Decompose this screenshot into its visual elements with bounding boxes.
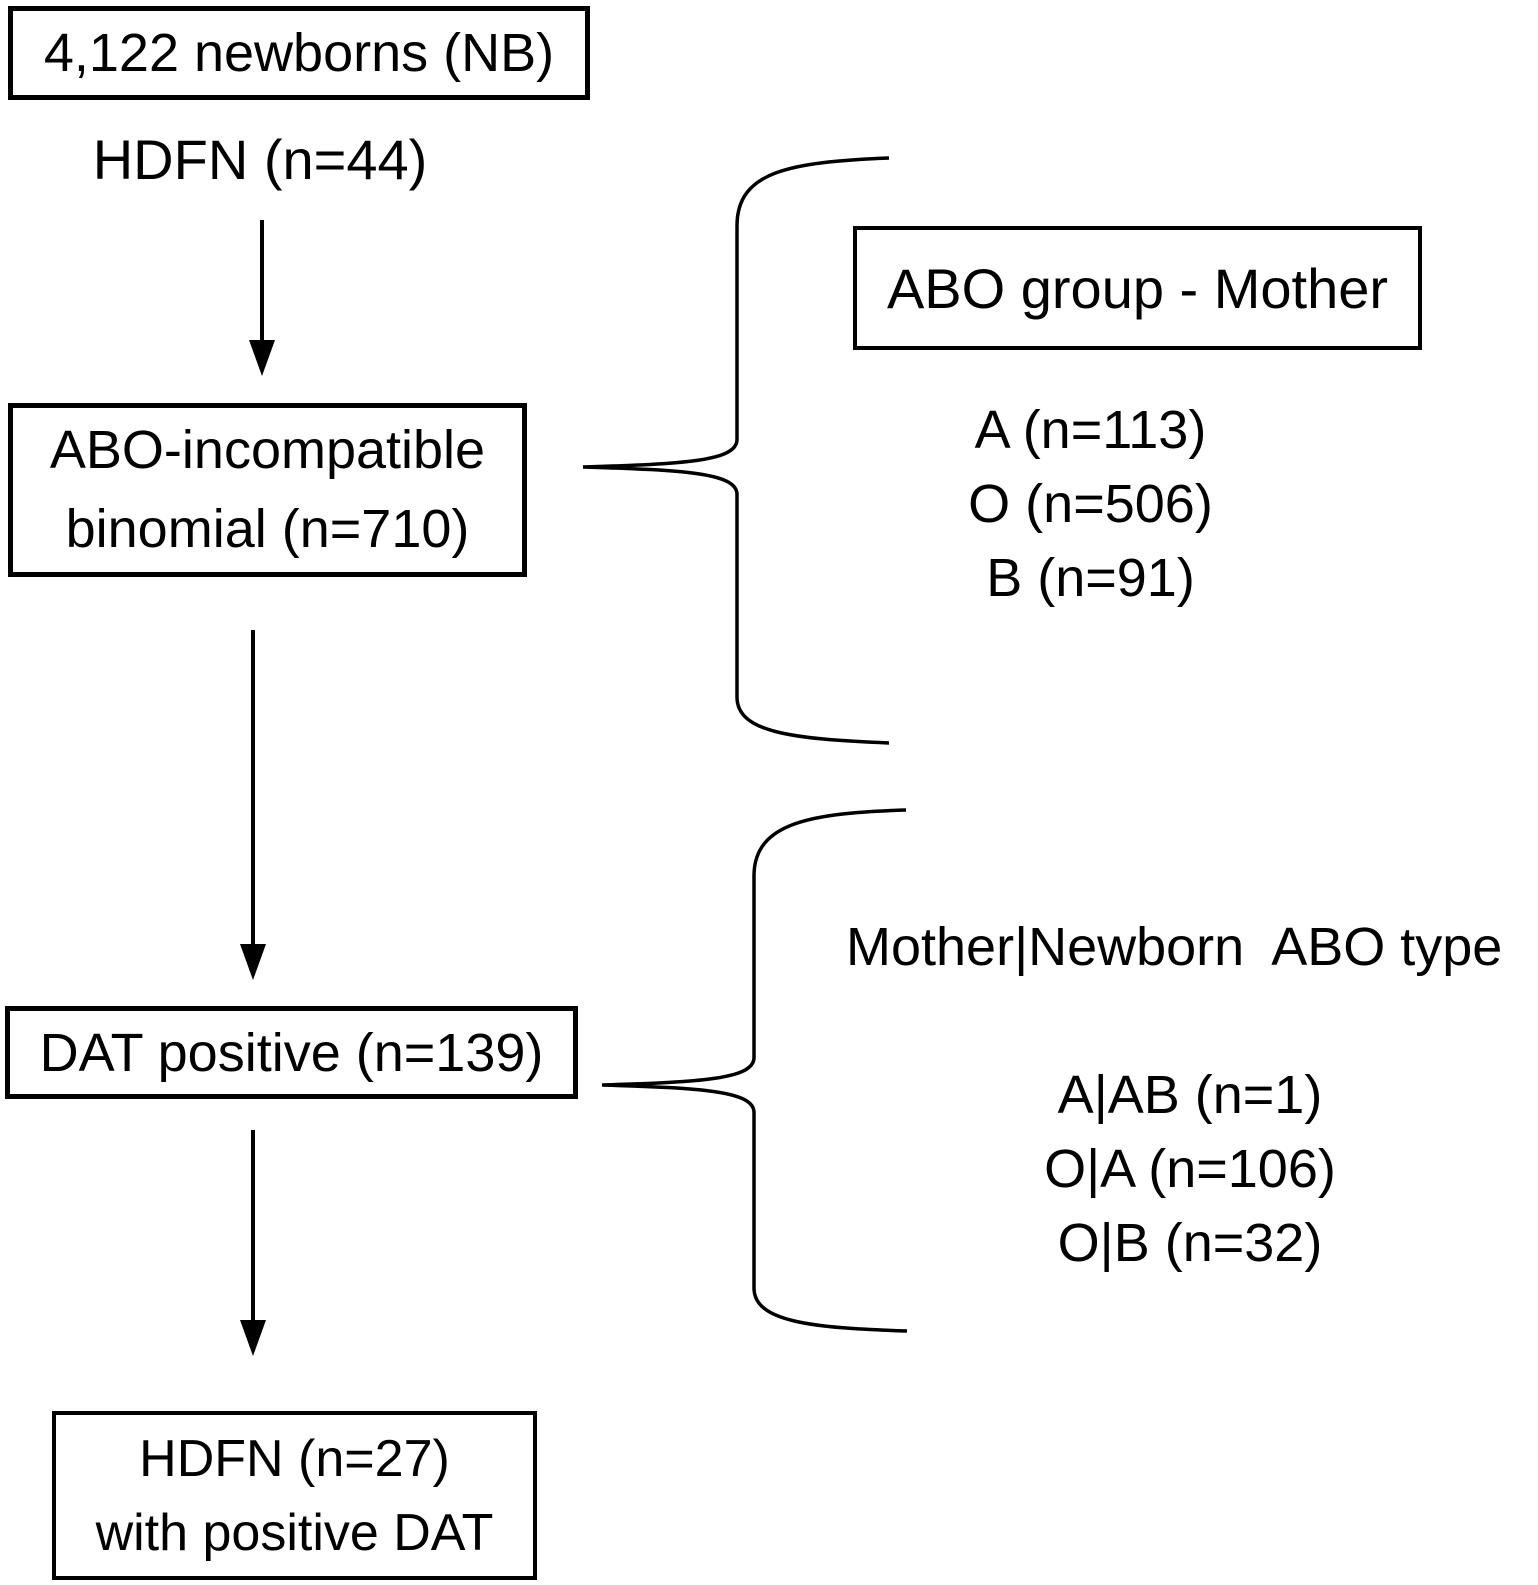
curly-brace-2 bbox=[601, 808, 908, 1333]
node-abo-incompatible-line1: ABO-incompatible bbox=[49, 420, 486, 480]
mother-newborn-values-list: A|AB (n=1) O|A (n=106) O|B (n=32) bbox=[940, 1058, 1440, 1280]
curly-brace-1 bbox=[582, 156, 890, 745]
list-item: A (n=113) bbox=[974, 400, 1207, 460]
list-item: B (n=91) bbox=[986, 548, 1195, 608]
node-total-newborns-label: 4,122 newborns (NB) bbox=[43, 23, 555, 83]
node-hdfn-initial-label: HDFN (n=44) bbox=[92, 128, 428, 191]
list-item: O (n=506) bbox=[968, 474, 1213, 534]
list-item: A|AB (n=1) bbox=[1057, 1065, 1323, 1125]
node-abo-incompatible: ABO-incompatible binomial (n=710) bbox=[8, 403, 527, 577]
node-hdfn-final-line1: HDFN (n=27) bbox=[139, 1429, 450, 1488]
arrow-down-2-icon bbox=[240, 630, 266, 980]
mother-newborn-heading: Mother|Newborn ABO type bbox=[846, 917, 1503, 977]
node-total-newborns: 4,122 newborns (NB) bbox=[8, 6, 590, 100]
list-item: O|B (n=32) bbox=[1057, 1213, 1323, 1273]
node-hdfn-final-line2: with positive DAT bbox=[95, 1503, 494, 1562]
node-abo-incompatible-line2: binomial (n=710) bbox=[65, 499, 470, 559]
arrow-down-1-icon bbox=[249, 220, 275, 376]
node-abo-group-mother-label: ABO group - Mother bbox=[886, 256, 1389, 320]
arrow-down-3-icon bbox=[240, 1130, 266, 1356]
node-dat-positive: DAT positive (n=139) bbox=[5, 1006, 578, 1099]
node-abo-group-mother: ABO group - Mother bbox=[853, 226, 1422, 350]
list-item: O|A (n=106) bbox=[1044, 1139, 1336, 1199]
abo-group-values-list: A (n=113) O (n=506) B (n=91) bbox=[853, 393, 1328, 615]
node-dat-positive-label: DAT positive (n=139) bbox=[39, 1022, 544, 1083]
node-hdfn-final: HDFN (n=27) with positive DAT bbox=[52, 1411, 537, 1580]
